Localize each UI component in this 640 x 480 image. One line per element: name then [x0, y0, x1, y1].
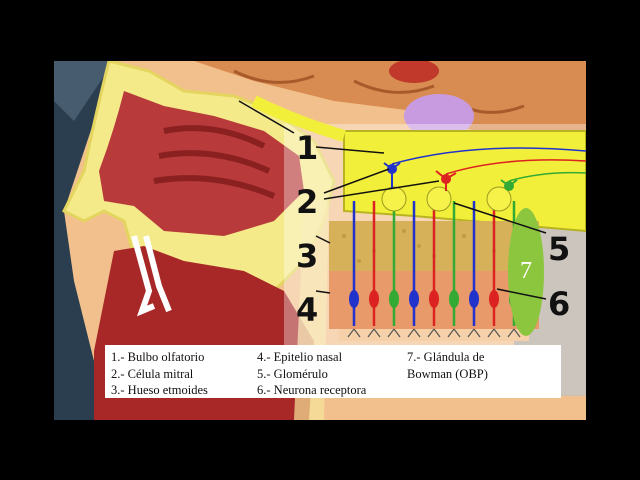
brain-purple-structure — [404, 94, 474, 138]
slide-light-strip — [54, 61, 114, 121]
label-7: 7 — [520, 258, 532, 284]
receptor-somas — [349, 290, 519, 308]
legend-item-bowman-obp: Bowman (OBP) — [407, 366, 488, 381]
legend-item-glandula-de: 7.- Glándula de — [407, 350, 485, 364]
legend-item-neurona-receptora: 6.- Neurona receptora — [257, 383, 367, 397]
bowman-gland — [508, 208, 544, 336]
legend-item-celula-mitral: 2.- Célula mitral — [111, 366, 194, 381]
nasal-cavity — [99, 91, 304, 236]
legend-box: 1.- Bulbo olfatorio 2.- Célula mitral 3.… — [105, 345, 561, 398]
epithelium-base — [339, 329, 529, 341]
legend-column-1: 1.- Bulbo olfatorio 2.- Célula mitral 3.… — [111, 349, 208, 399]
label-1: 1 — [296, 129, 319, 167]
mitral-axons — [391, 147, 586, 182]
label-3: 3 — [296, 237, 319, 275]
teeth — [131, 235, 172, 317]
leader-lines — [238, 100, 547, 300]
legend-column-3: 7.- Glándula de Bowman (OBP) — [407, 349, 488, 382]
legend-item-epitelio-nasal: 4.- Epitelio nasal — [257, 350, 343, 364]
legend-column-2: 4.- Epitelio nasal 5.- Glomérulo 6.- Neu… — [257, 349, 366, 399]
legend-item-hueso-etmoides: 3.- Hueso etmoides — [111, 383, 208, 397]
nasal-turbinates — [153, 125, 276, 199]
legend-item-bulbo-olfatorio: 1.- Bulbo olfatorio — [111, 350, 205, 364]
label-5: 5 — [548, 230, 571, 268]
label-4: 4 — [296, 291, 319, 329]
label-6: 6 — [548, 285, 571, 323]
olfactory-tract — [251, 95, 346, 142]
label-2: 2 — [296, 183, 319, 221]
glomeruli — [381, 186, 512, 212]
brain-red-structure — [389, 61, 439, 83]
mitral-cells — [383, 162, 518, 191]
receptor-cilia — [347, 328, 521, 338]
legend-item-glomerulo: 5.- Glomérulo — [257, 366, 328, 381]
